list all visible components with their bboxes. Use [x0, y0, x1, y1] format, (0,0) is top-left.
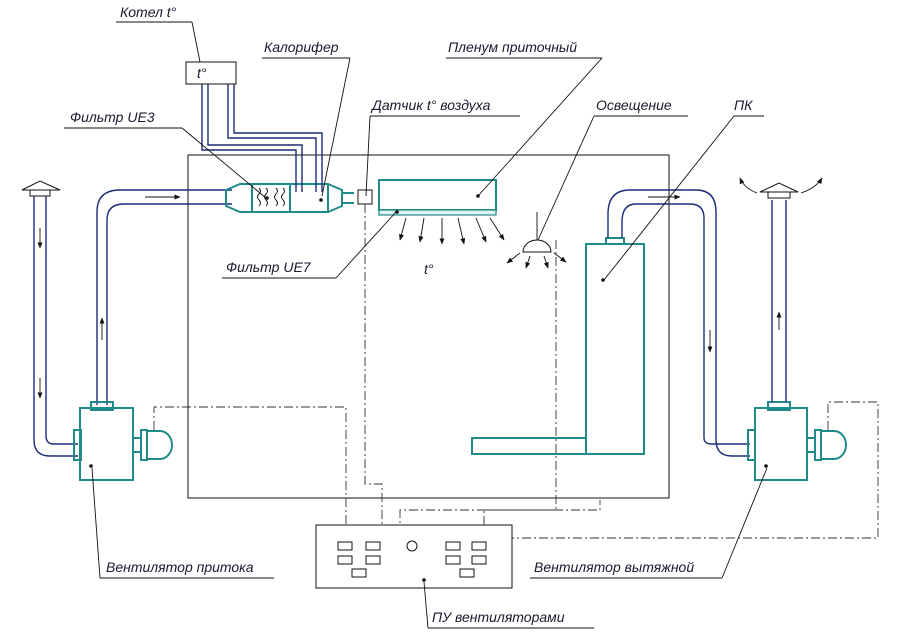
- heater: [289, 183, 354, 213]
- supply-fan: [73, 401, 173, 481]
- supply-intake-hood: [21, 180, 61, 197]
- sensor-control-line: [364, 204, 383, 525]
- leader-line: [321, 57, 351, 197]
- exhaust-cabinet-pk: [471, 237, 645, 455]
- label-filter-ue7: Фильтр UE7: [226, 259, 312, 275]
- exhaust-main-duct: [607, 189, 750, 457]
- exhaust-fan-control-line: [512, 401, 879, 539]
- label-supply-fan: Вентилятор притока: [106, 559, 254, 575]
- label-heater: Калорифер: [264, 39, 339, 55]
- leader-line: [91, 467, 101, 579]
- leader-line: [477, 57, 603, 197]
- room-temp-label: t°: [424, 261, 434, 277]
- supply-plenum: [378, 179, 497, 216]
- exhaust-outlet-hood: [739, 177, 823, 199]
- lighting-control-line: [399, 240, 557, 525]
- label-pk: ПК: [734, 97, 753, 113]
- boiler-return-pipe: [227, 84, 323, 192]
- supply-intake-duct: [33, 196, 78, 457]
- leader-line: [365, 115, 371, 197]
- supply-fan-control-line: [153, 406, 347, 525]
- leader-line: [335, 211, 397, 279]
- room-outline: [187, 154, 670, 499]
- control-panel: [315, 524, 513, 589]
- exhaust-fan-control-line: [483, 500, 601, 525]
- exhaust-fan: [747, 401, 847, 481]
- air-temp-sensor: [357, 189, 373, 205]
- supply-main-duct: [96, 189, 232, 405]
- leader-line: [721, 467, 768, 579]
- boiler: [185, 61, 237, 85]
- exhaust-riser-duct: [771, 200, 787, 402]
- leader-line: [191, 21, 201, 63]
- label-sensor: Датчик t° воздуха: [370, 97, 491, 113]
- boiler-supply-pipe: [201, 84, 303, 192]
- leader-line: [423, 581, 429, 629]
- leader-line: [181, 127, 267, 199]
- lighting-fixture: [506, 212, 567, 269]
- leader-line: [603, 115, 735, 281]
- label-control-panel: ПУ вентиляторами: [432, 609, 565, 625]
- label-filter-ue3: Фильтр UE3: [70, 109, 155, 125]
- filter-ue3: [225, 183, 291, 213]
- diffuser-airflow: [399, 217, 505, 245]
- leader-line: [537, 115, 595, 241]
- label-lighting: Освещение: [596, 97, 672, 113]
- label-boiler: Котел t°: [120, 4, 177, 20]
- label-exhaust-fan: Вентилятор вытяжной: [534, 559, 694, 575]
- label-plenum: Пленум приточный: [448, 39, 577, 55]
- boiler-tag: t°: [197, 65, 207, 81]
